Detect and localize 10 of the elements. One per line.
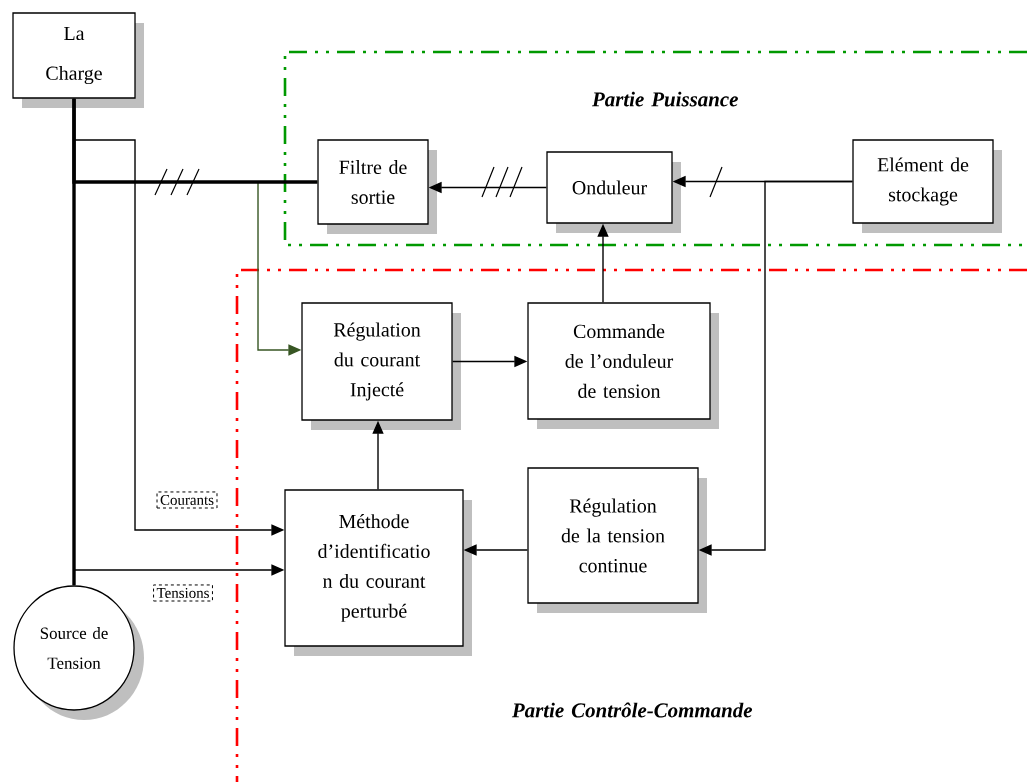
process-box: Régulation du courant Injecté — [301, 302, 461, 430]
process-box: Onduleur — [546, 151, 681, 233]
process-box: Commande de l’onduleur de tension — [527, 302, 719, 429]
process-box: Régulation de la tension continue — [527, 467, 707, 613]
edge-label: Courants — [156, 491, 218, 509]
process-box: Filtre de sortie — [317, 139, 437, 234]
process-box: Méthode d’identificatio n du courant perturbé — [284, 489, 472, 656]
edge-label: Tensions — [153, 584, 213, 602]
process-box: Elément de stockage — [852, 139, 1002, 233]
process-box: La Charge — [12, 12, 144, 108]
